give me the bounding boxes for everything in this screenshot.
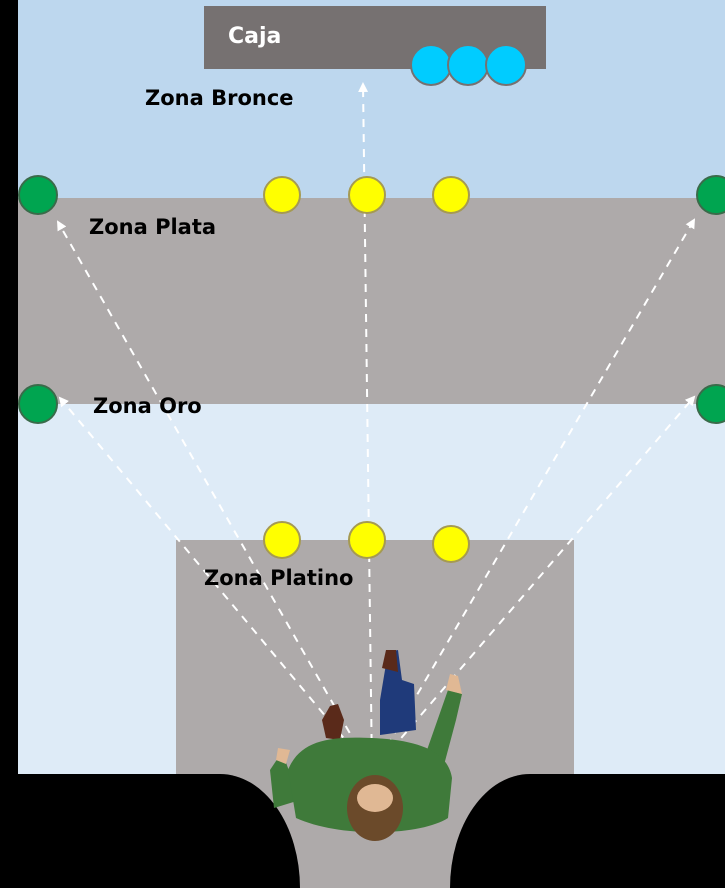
shopper-hand-left [276,748,290,764]
cashier-dot [447,44,489,86]
shopper-scalp [357,784,393,812]
sightlines [57,82,696,773]
shopper-shoe-right [382,650,398,672]
yellow-dot [348,176,386,214]
yellow-dot [348,521,386,559]
green-dot-right-lower [696,384,725,424]
wall-dots [18,175,725,424]
silver-zone-dots [263,176,470,214]
platinum-zone-shelf [176,540,574,774]
yellow-dot [263,176,301,214]
sightline-lower-right [371,395,696,773]
yellow-dot [432,525,470,563]
sightline-upper-right [371,218,696,773]
cashier-label: Caja [228,24,282,49]
shopper-leg-right [380,650,416,735]
shopper-figure [270,650,462,841]
entrance-door-right [450,774,530,888]
sightline-upper-left [57,220,373,773]
sightline-lower-left [58,396,373,773]
zone-gold-label: Zona Oro [93,394,202,418]
green-dot-left-upper [18,175,58,215]
cashier-dot [410,44,452,86]
yellow-dot [263,521,301,559]
cashier-queue-dots [410,44,527,86]
zone-bronze-label: Zona Bronce [145,86,294,110]
cashier-dot [485,44,527,86]
green-dot-right-upper [696,175,725,215]
shopper-hand-right [446,674,462,694]
green-dot-left-lower [18,384,58,424]
yellow-dot [432,176,470,214]
shopper-leg-left [322,704,344,740]
zone-silver-label: Zona Plata [89,215,217,239]
platinum-zone-dots [263,521,470,563]
entrance-door-left [220,774,300,888]
zone-platinum-label: Zona Platino [204,566,354,590]
